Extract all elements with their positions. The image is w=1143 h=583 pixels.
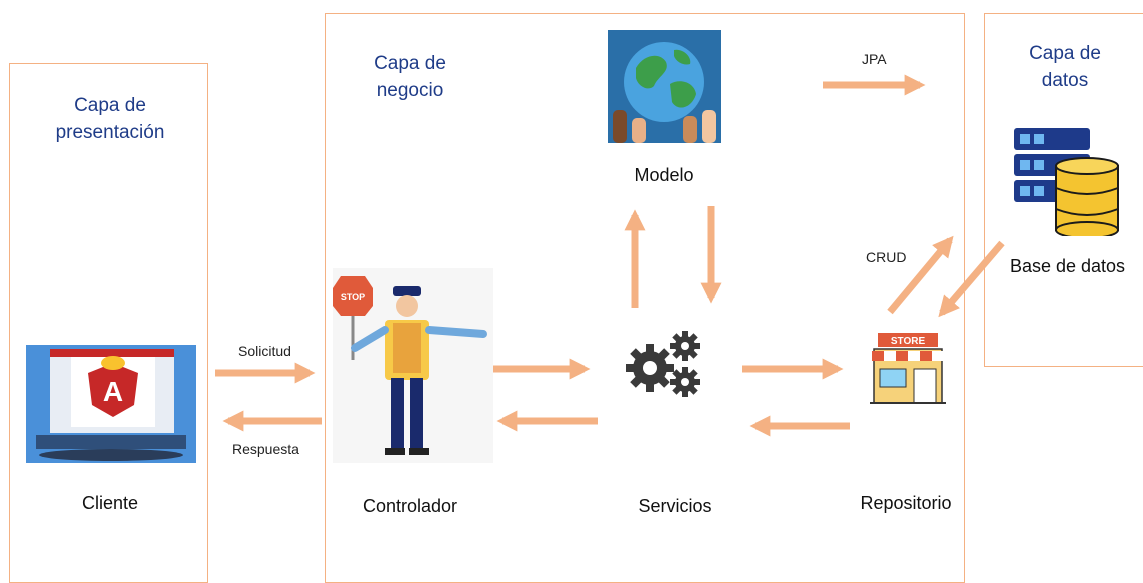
response-label: Respuesta xyxy=(232,441,299,457)
repository-label: Repositorio xyxy=(860,493,952,513)
crud-label: CRUD xyxy=(866,249,907,265)
globe-hands-image xyxy=(608,30,721,143)
business-layer-title: Capa de negocio xyxy=(374,53,446,101)
presentation-layer-panel xyxy=(9,63,208,583)
store-icon: STORE xyxy=(870,333,946,404)
data-layer-title: Capa de datos xyxy=(1029,43,1101,91)
gears-icon xyxy=(626,331,700,397)
request-label: Solicitud xyxy=(238,343,291,359)
presentation-layer-title: Capa de presentación xyxy=(55,95,165,143)
store-sign-text: STORE xyxy=(891,336,926,347)
database-label: Base de datos xyxy=(1009,256,1126,276)
model-label: Modelo xyxy=(634,165,694,185)
stop-sign-text: STOP xyxy=(341,292,365,302)
controller-label: Controlador xyxy=(362,496,458,516)
database-icon xyxy=(1014,128,1119,236)
services-label: Servicios xyxy=(638,496,712,516)
jpa-label: JPA xyxy=(862,51,887,67)
traffic-officer-icon: STOP xyxy=(333,268,493,463)
client-monitor-icon: A xyxy=(26,345,196,463)
svg-text:A: A xyxy=(103,376,123,407)
client-label: Cliente xyxy=(81,493,139,513)
